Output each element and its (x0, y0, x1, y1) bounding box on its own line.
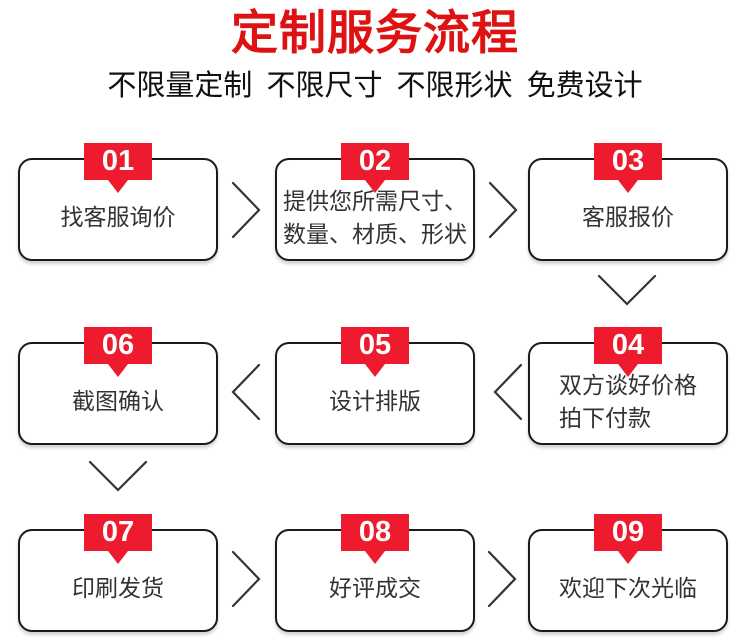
step-label: 提供您所需尺寸、 数量、材质、形状 (283, 187, 467, 247)
page-title: 定制服务流程 (231, 6, 519, 59)
step-box-04: 04 双方谈好价格 拍下付款 (528, 327, 728, 445)
step-number: 02 (358, 145, 392, 177)
step-09-number-badge: 09 (594, 514, 662, 551)
step-06-number-badge: 06 (84, 327, 152, 364)
step-label: 客服报价 (582, 204, 674, 230)
arrow-down-icon-03-04 (597, 274, 657, 306)
step-number: 07 (101, 516, 135, 548)
step-04-number-badge: 04 (594, 327, 662, 364)
arrow-right-icon-02-03 (488, 181, 518, 239)
step-box-09: 09 欢迎下次光临 (528, 514, 728, 632)
step-number: 01 (101, 145, 135, 177)
arrow-right-icon-08-09 (487, 550, 517, 608)
step-number: 09 (611, 516, 645, 548)
step-number: 06 (101, 329, 135, 361)
step-box-07: 07 印刷发货 (18, 514, 218, 632)
step-box-05: 05 设计排版 (275, 327, 475, 445)
step-number: 03 (611, 145, 645, 177)
arrow-right-icon-01-02 (231, 181, 261, 239)
step-number: 08 (358, 516, 392, 548)
step-label: 找客服询价 (60, 204, 176, 230)
step-number: 05 (358, 329, 392, 361)
arrow-left-icon-05-06 (231, 363, 261, 421)
step-08-number-badge: 08 (341, 514, 409, 551)
step-box-02: 02 提供您所需尺寸、 数量、材质、形状 (275, 143, 475, 261)
step-03-number-badge: 03 (594, 143, 662, 180)
arrow-down-icon-06-07 (88, 460, 148, 492)
step-label: 印刷发货 (72, 575, 164, 601)
step-label: 双方谈好价格 拍下付款 (559, 371, 697, 431)
step-box-06: 06 截图确认 (18, 327, 218, 445)
page-subtitle: 不限量定制 不限尺寸 不限形状 免费设计 (107, 70, 643, 102)
step-07-number-badge: 07 (84, 514, 152, 551)
step-box-08: 08 好评成交 (275, 514, 475, 632)
step-01-number-badge: 01 (84, 143, 152, 180)
step-label: 欢迎下次光临 (559, 575, 697, 601)
arrow-left-icon-04-05 (493, 363, 523, 421)
step-box-03: 03 客服报价 (528, 143, 728, 261)
step-05-number-badge: 05 (341, 327, 409, 364)
step-label: 好评成交 (329, 575, 421, 601)
step-number: 04 (611, 329, 645, 361)
step-02-number-badge: 02 (341, 143, 409, 180)
arrow-right-icon-07-08 (231, 550, 261, 608)
step-box-01: 01 找客服询价 (18, 143, 218, 261)
step-label: 截图确认 (72, 388, 164, 414)
step-label: 设计排版 (329, 388, 421, 414)
